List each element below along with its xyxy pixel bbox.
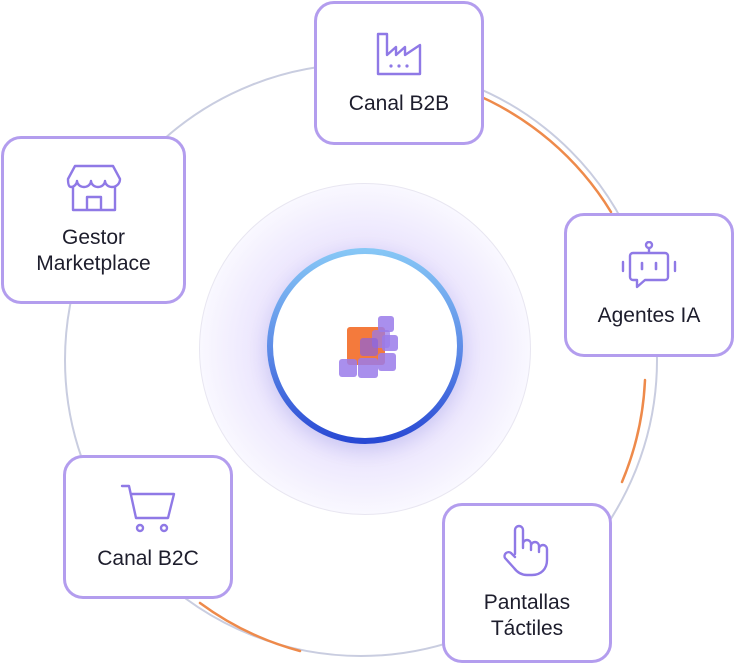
node-label-line1: Pantallas — [483, 591, 571, 614]
center-hub — [267, 248, 463, 444]
touch-hand-icon — [503, 524, 549, 577]
node-label-line2: Marketplace — [36, 252, 151, 275]
shopping-cart-icon — [120, 484, 176, 533]
factory-icon — [376, 32, 422, 76]
node-agentes-ia: Agentes IA — [564, 213, 734, 357]
node-canal-b2c: Canal B2C — [63, 455, 233, 599]
node-canal-b2b: Canal B2B — [314, 1, 484, 145]
storefront-icon — [66, 164, 121, 212]
center-hub-inner — [273, 254, 457, 438]
node-gestor-marketplace: Gestor Marketplace — [1, 136, 186, 304]
node-pantallas-tactiles: Pantallas Táctiles — [442, 503, 612, 663]
node-label: Canal B2C — [97, 547, 199, 570]
node-label-line1: Gestor — [61, 226, 126, 249]
stacked-squares-logo-icon — [339, 316, 398, 378]
node-label: Agentes IA — [597, 304, 701, 327]
robot-chat-icon — [621, 241, 677, 289]
node-label: Canal B2B — [348, 92, 450, 115]
node-label-line2: Táctiles — [490, 617, 564, 640]
